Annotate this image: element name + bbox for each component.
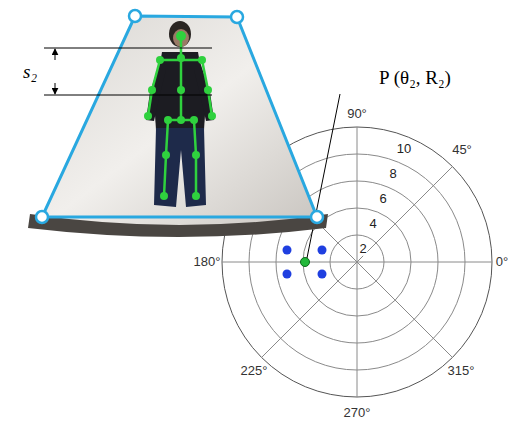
- radius-label: 2: [358, 242, 367, 256]
- dimension-label: s₂: [23, 62, 37, 83]
- dimension-marker: [44, 48, 212, 95]
- angle-label: 270°: [344, 406, 371, 420]
- point-label: P (θ₂, R₂): [379, 68, 451, 89]
- angle-label: 180°: [194, 255, 221, 269]
- angle-label: 90°: [347, 107, 367, 121]
- angle-label: 0°: [496, 255, 508, 269]
- data-points: [283, 246, 327, 279]
- radius-label: 8: [388, 167, 397, 181]
- angle-label: 225°: [241, 364, 268, 378]
- angle-label: 45°: [452, 143, 472, 157]
- radius-label: 6: [378, 192, 387, 206]
- screen-photo: [28, 10, 328, 237]
- leader-line: [307, 94, 340, 258]
- angle-label: 315°: [448, 364, 475, 378]
- radius-label: 10: [396, 142, 412, 156]
- radius-label: 4: [368, 217, 377, 231]
